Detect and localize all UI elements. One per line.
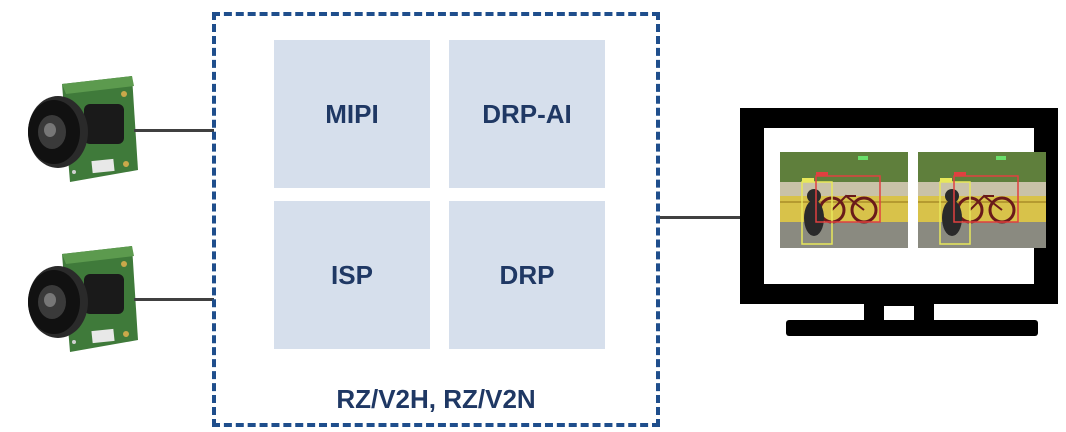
monitor-connector xyxy=(660,216,740,219)
detection-preview-image xyxy=(918,152,1046,248)
camera-module-icon xyxy=(28,76,138,182)
block-mipi: MIPI xyxy=(274,40,430,188)
soc-label: RZ/V2H, RZ/V2N xyxy=(336,384,536,414)
camera-module-icon xyxy=(28,246,138,352)
block-drp-ai: DRP-AI xyxy=(449,40,605,188)
soc-boundary xyxy=(212,12,660,427)
camera-1-connector xyxy=(134,129,214,132)
block-drp: DRP xyxy=(449,201,605,349)
monitor-stand-base xyxy=(786,320,1038,336)
block-isp: ISP xyxy=(274,201,430,349)
camera-2-connector xyxy=(134,298,214,301)
detection-preview-image xyxy=(780,152,908,248)
monitor-icon xyxy=(736,106,1062,336)
